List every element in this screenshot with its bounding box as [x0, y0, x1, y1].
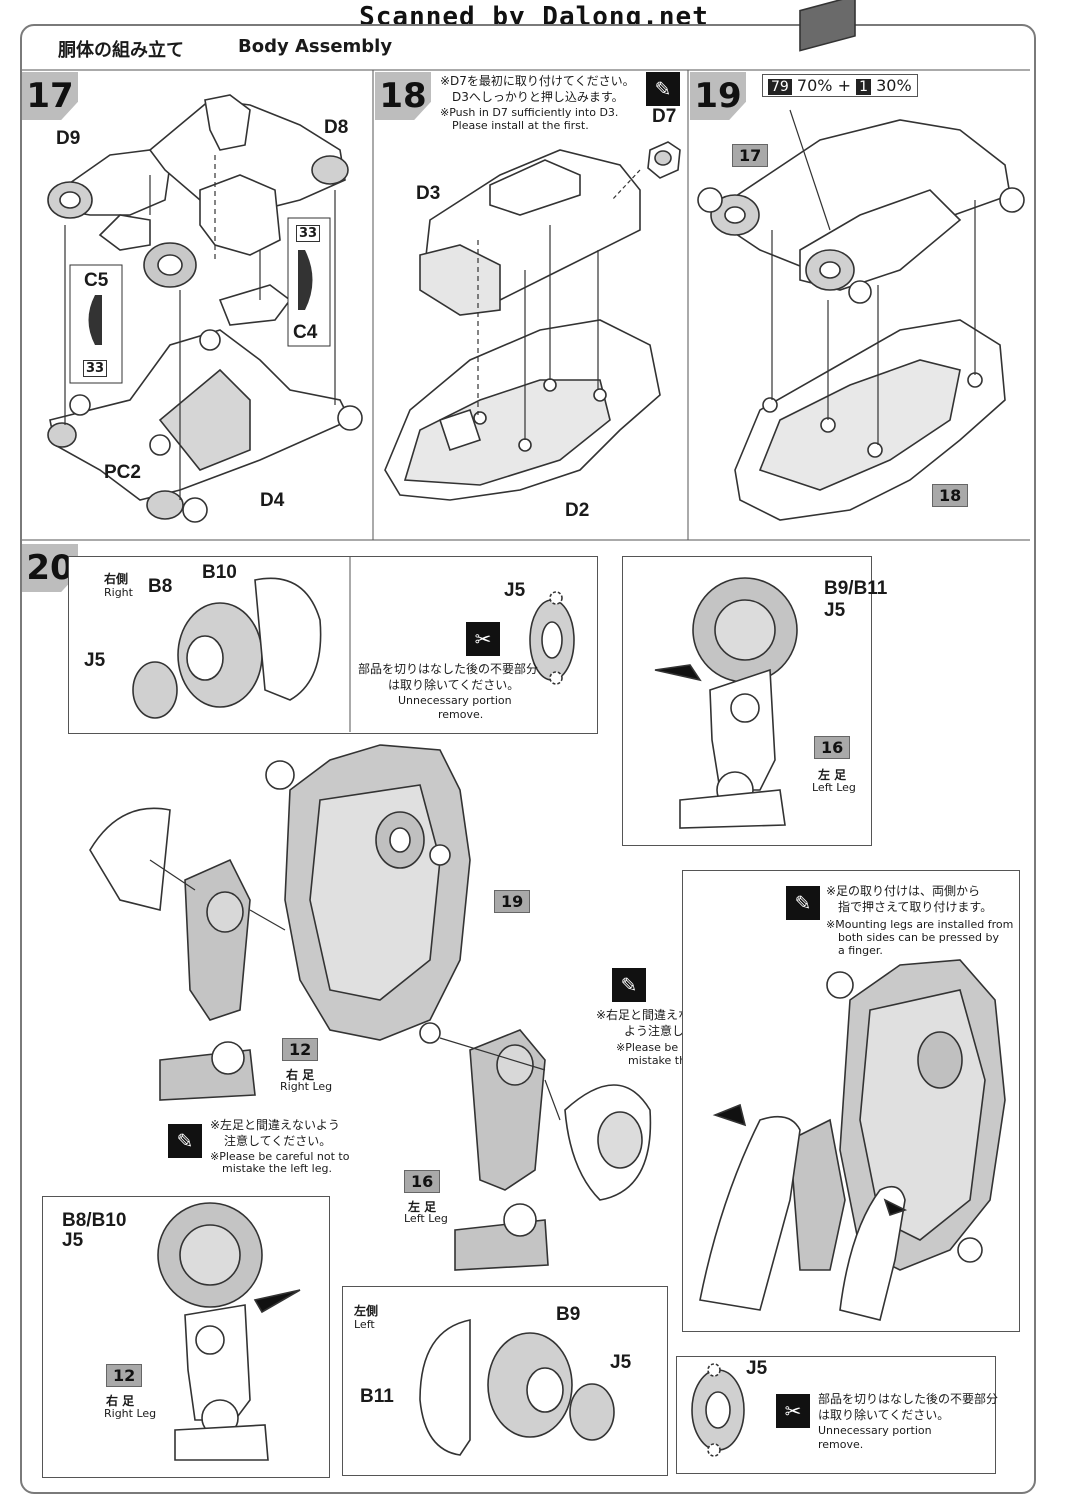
cut-gate-icon-2: ✂: [776, 1394, 810, 1428]
cut-gate-icon: ✂: [466, 622, 500, 656]
caution-right-jp-1: ※右足と間違えない: [596, 1008, 703, 1022]
mount-note-jp-1: ※足の取り付けは、両側から: [826, 884, 981, 898]
paint-plus: +: [837, 76, 851, 95]
gate-note-1-en-2: remove.: [438, 708, 484, 721]
page-title-en: Body Assembly: [238, 36, 393, 57]
gate-note-1-en-1: Unnecessary portion: [398, 694, 512, 707]
right-leg-detail-label-jp: 右 足: [106, 1394, 135, 1408]
left-side-label-jp: 左側: [354, 1304, 379, 1318]
paint-mix-box: 79 70% + 1 30%: [762, 74, 918, 97]
step-18-note-en-2: Please install at the first.: [452, 119, 589, 132]
right-leg-detail-parts-2: J5: [62, 1230, 84, 1251]
main-assembly-ref-19: 19: [494, 890, 531, 913]
caution-pin-icon-left: ✎: [168, 1124, 202, 1158]
part-label-j5-left: J5: [610, 1352, 632, 1373]
left-leg-detail-parts-1: B9/B11: [824, 578, 888, 599]
right-leg-label-jp: 右 足: [286, 1068, 315, 1082]
caution-pin-icon-right: ✎: [612, 968, 646, 1002]
left-leg-detail-ref: 16: [814, 736, 851, 759]
caution-left-jp-2: 注意してください。: [224, 1134, 332, 1148]
left-leg-detail-label-en: Left Leg: [812, 781, 856, 794]
part-label-d7: D7: [652, 106, 677, 127]
part-label-b8: B8: [148, 576, 173, 597]
part-label-d4: D4: [260, 490, 285, 511]
caution-left-en-2: mistake the left leg.: [222, 1162, 332, 1175]
caution-left-en-1: ※Please be careful not to: [210, 1150, 350, 1163]
part-label-b9: B9: [556, 1304, 581, 1325]
right-leg-ref-12: 12: [282, 1038, 319, 1061]
paint-pct-b: 30%: [876, 76, 912, 95]
part-label-pc2: PC2: [104, 462, 141, 483]
mount-note-en-1: ※Mounting legs are installed from: [826, 918, 1014, 931]
left-leg-detail-parts-2: J5: [824, 600, 846, 621]
caution-pin-icon: ✎: [646, 72, 680, 106]
left-leg-label-en: Left Leg: [404, 1212, 448, 1225]
right-side-label-en: Right: [104, 586, 133, 599]
left-leg-detail-label-jp: 左 足: [818, 768, 847, 782]
caution-pin-icon-mount: ✎: [786, 886, 820, 920]
part-label-d2: D2: [565, 500, 590, 521]
page-title-jp: 胴体の組み立て: [58, 40, 184, 61]
gate-note-2-jp-1: 部品を切りはなした後の不要部分: [818, 1392, 999, 1406]
part-label-d9: D9: [56, 128, 81, 149]
right-leg-detail-label-en: Right Leg: [104, 1407, 157, 1420]
right-leg-detail-parts-1: B8/B10: [62, 1210, 127, 1231]
paint-code-b: 1: [856, 79, 871, 95]
paint-pct-a: 70%: [796, 76, 833, 95]
part-label-c5: C5: [84, 270, 109, 291]
step-18-note-en-1: ※Push in D7 sufficiently into D3.: [440, 106, 619, 119]
part-label-d8: D8: [324, 117, 349, 138]
right-leg-label-en: Right Leg: [280, 1080, 333, 1093]
gate-note-1-part: J5: [504, 580, 526, 601]
left-leg-ref-16: 16: [404, 1170, 441, 1193]
part-label-b11: B11: [360, 1386, 394, 1407]
gate-note-1-jp-1: 部品を切りはなした後の不要部分: [358, 662, 539, 676]
gate-note-2-part: J5: [746, 1358, 768, 1379]
gate-note-2-jp-2: は取り除いてください。: [818, 1408, 950, 1422]
gate-note-2-en-1: Unnecessary portion: [818, 1424, 932, 1437]
mount-note-en-2: both sides can be pressed by: [838, 931, 999, 944]
mount-note-en-3: a finger.: [838, 944, 883, 957]
left-side-label-en: Left: [354, 1318, 375, 1331]
gate-note-1-jp-2: は取り除いてください。: [388, 678, 520, 692]
right-side-label-jp: 右側: [104, 572, 129, 586]
mount-note-jp-2: 指で押さえて取り付けます。: [838, 900, 993, 914]
sticker-number-c5: 33: [83, 360, 108, 377]
paint-code-a: 79: [768, 79, 792, 95]
part-label-j5-right: J5: [84, 650, 106, 671]
part-label-d3: D3: [416, 183, 441, 204]
gate-note-2-en-2: remove.: [818, 1438, 864, 1451]
step-18-note-jp-1: ※D7を最初に取り付けてください。: [440, 74, 635, 88]
step-ref-17: 17: [732, 144, 769, 167]
right-leg-detail-ref: 12: [106, 1364, 143, 1387]
part-label-b10: B10: [202, 562, 237, 583]
part-label-c4: C4: [293, 322, 318, 343]
step-ref-18: 18: [932, 484, 969, 507]
caution-left-jp-1: ※左足と間違えないよう: [210, 1118, 340, 1132]
step-18-note-jp-2: D3へしっかりと押し込みます。: [452, 90, 624, 104]
sticker-number-c4: 33: [296, 225, 321, 242]
left-leg-label-jp: 左 足: [408, 1200, 437, 1214]
